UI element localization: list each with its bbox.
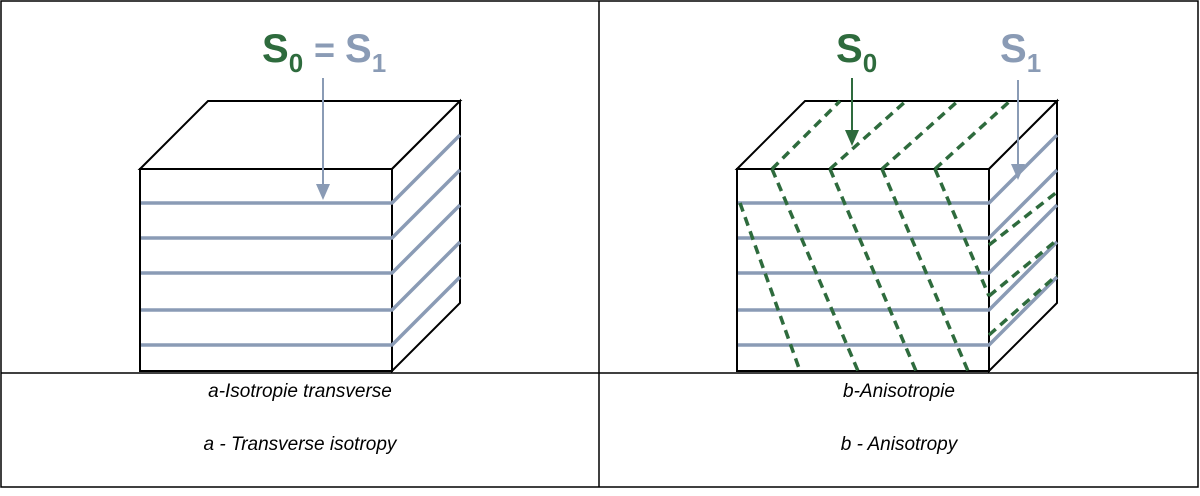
symbol-s1: S: [345, 27, 372, 71]
subscript-0: 0: [863, 48, 877, 78]
svg-text:S1: S1: [345, 27, 386, 78]
caption-right-fr: b-Anisotropie: [843, 381, 955, 402]
cube-left-front-face: [139, 168, 393, 372]
arrow-right-s1: [1011, 80, 1025, 180]
cube-right-front-face: [736, 168, 990, 372]
cube-right: [734, 78, 1060, 374]
cube-left: [137, 78, 463, 374]
bedding-planes-right: [738, 133, 1059, 347]
caption-right-en: b - Anisotropy: [840, 434, 958, 455]
symbol-s1: S: [1000, 27, 1027, 71]
schistosity-planes-right: [738, 99, 1059, 372]
svg-text:S0: S0: [836, 27, 877, 78]
svg-text:S1: S1: [1000, 27, 1041, 78]
symbol-s0: S: [836, 27, 863, 71]
label-right-s1: S1: [1000, 27, 1041, 78]
subscript-1: 1: [372, 48, 386, 78]
caption-left-en: a - Transverse isotropy: [203, 434, 397, 455]
equals-sign: =: [314, 29, 335, 70]
subscript-1: 1: [1027, 48, 1041, 78]
label-right-s0: S0: [836, 27, 877, 78]
subscript-0: 0: [289, 48, 303, 78]
caption-left-fr: a-Isotropie transverse: [208, 381, 392, 402]
bedding-planes-left: [141, 133, 462, 347]
arrow-right-s0: [845, 78, 859, 146]
arrow-left-s1: [316, 78, 330, 200]
label-left-s0-eq-s1: S0 = S1: [262, 27, 386, 78]
symbol-s0: S: [262, 27, 289, 71]
svg-text:S0: S0: [262, 27, 303, 78]
